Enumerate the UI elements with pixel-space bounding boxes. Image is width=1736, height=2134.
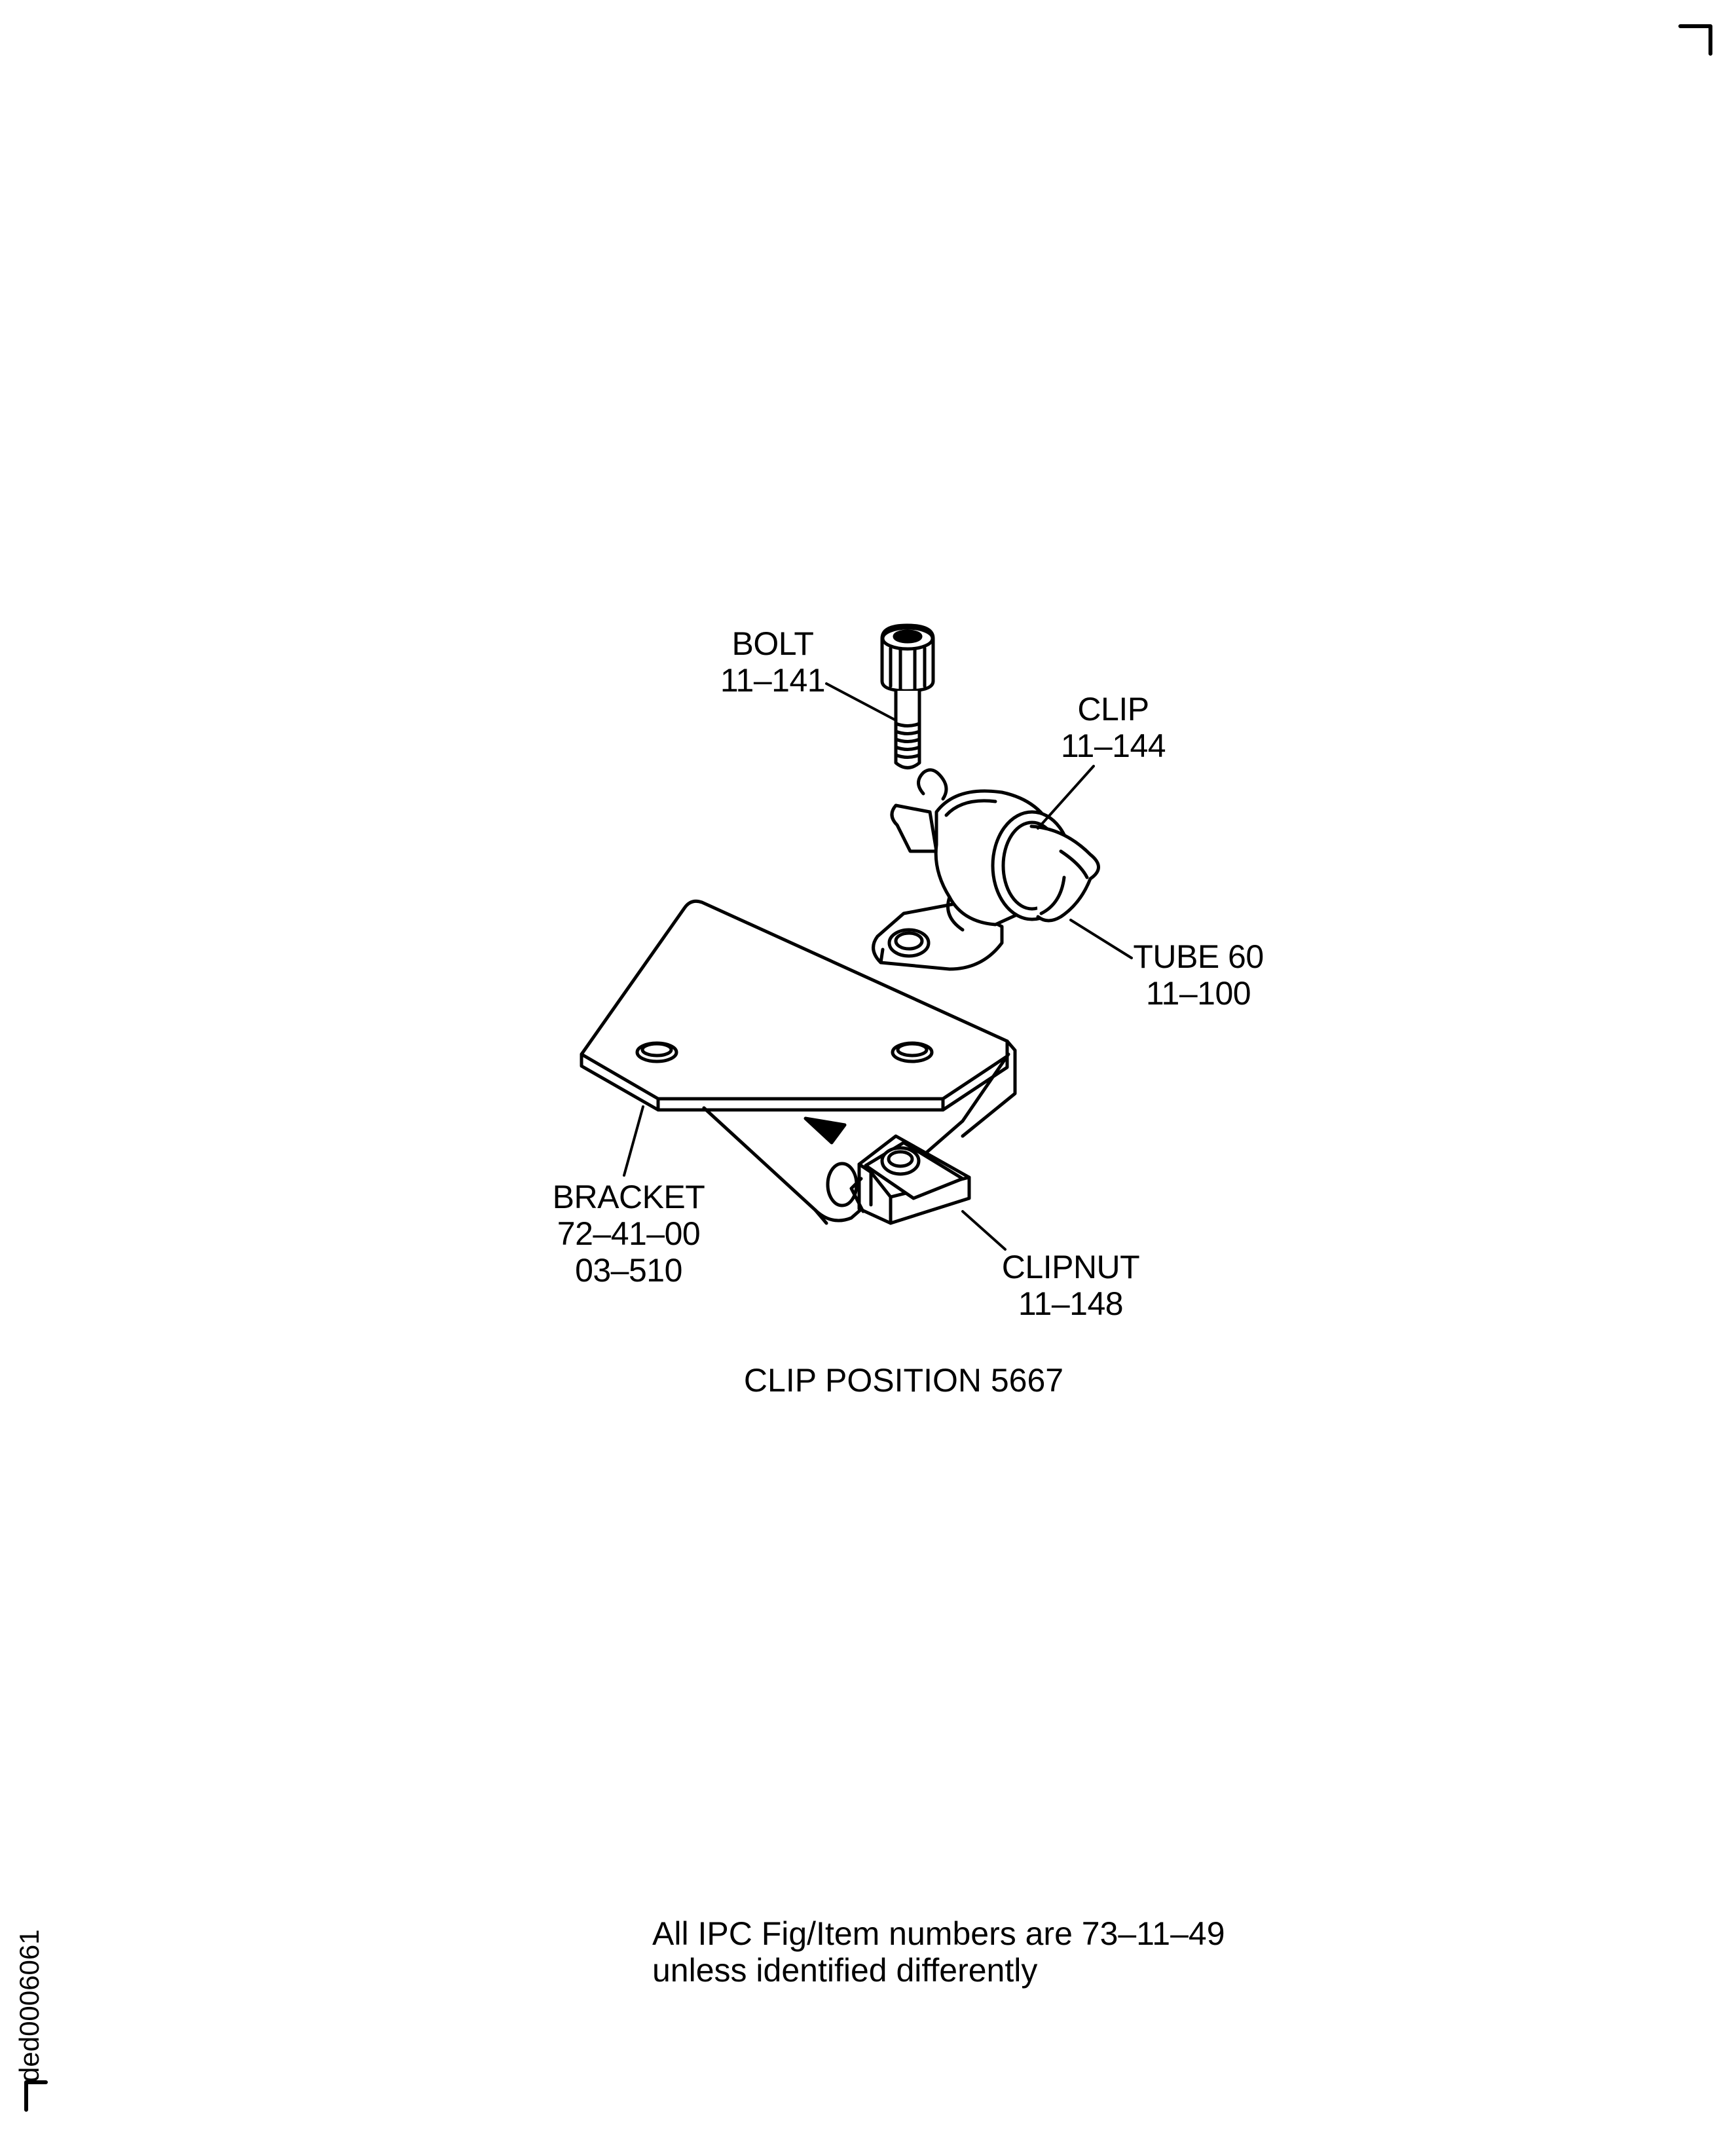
clip-and-tube-part bbox=[872, 768, 1100, 971]
leader-line-bolt bbox=[825, 682, 897, 722]
corner-mark-top-right bbox=[1678, 24, 1712, 56]
bracket-part bbox=[580, 899, 1017, 1225]
callout-bolt: BOLT 11–141 bbox=[707, 625, 838, 699]
callout-bolt-name: BOLT bbox=[731, 625, 814, 662]
callout-tube-ref: 11–100 bbox=[1145, 975, 1251, 1012]
callout-bracket-name: BRACKET bbox=[552, 1179, 705, 1215]
callout-tube-name: TUBE 60 bbox=[1133, 938, 1264, 975]
corner-mark-bottom-left bbox=[24, 2080, 48, 2112]
callout-clipnut-name: CLIPNUT bbox=[1001, 1249, 1140, 1285]
footnote: All IPC Fig/Item numbers are 73–11–49 un… bbox=[652, 1915, 1225, 1989]
callout-tube: TUBE 60 11–100 bbox=[1123, 938, 1274, 1012]
view-caption: CLIP POSITION 5667 bbox=[743, 1362, 1064, 1399]
callout-clip: CLIP 11–144 bbox=[1048, 691, 1179, 764]
drawing-id: ded0006061 bbox=[14, 1929, 45, 2082]
callout-clipnut-ref: 11–148 bbox=[1018, 1285, 1124, 1322]
leader-line-tube bbox=[1069, 919, 1133, 959]
footnote-line-2: unless identified differently bbox=[652, 1952, 1038, 1989]
callout-bracket-ref: 72–41–00 bbox=[557, 1215, 701, 1252]
callout-clip-ref: 11–144 bbox=[1060, 727, 1166, 764]
callout-clip-name: CLIP bbox=[1077, 691, 1149, 727]
bolt-part bbox=[880, 623, 935, 769]
callout-clipnut: CLIPNUT 11–148 bbox=[989, 1249, 1153, 1322]
callout-bracket: BRACKET 72–41–00 03–510 bbox=[544, 1179, 714, 1289]
leader-line-clipnut bbox=[961, 1210, 1007, 1251]
footnote-line-1: All IPC Fig/Item numbers are 73–11–49 bbox=[652, 1915, 1225, 1952]
callout-bracket-ref2: 03–510 bbox=[575, 1252, 682, 1289]
clipnut-part bbox=[849, 1134, 971, 1225]
callout-bolt-ref: 11–141 bbox=[720, 662, 826, 699]
leader-line-bracket bbox=[623, 1105, 644, 1177]
leader-line-clip bbox=[1037, 765, 1095, 830]
